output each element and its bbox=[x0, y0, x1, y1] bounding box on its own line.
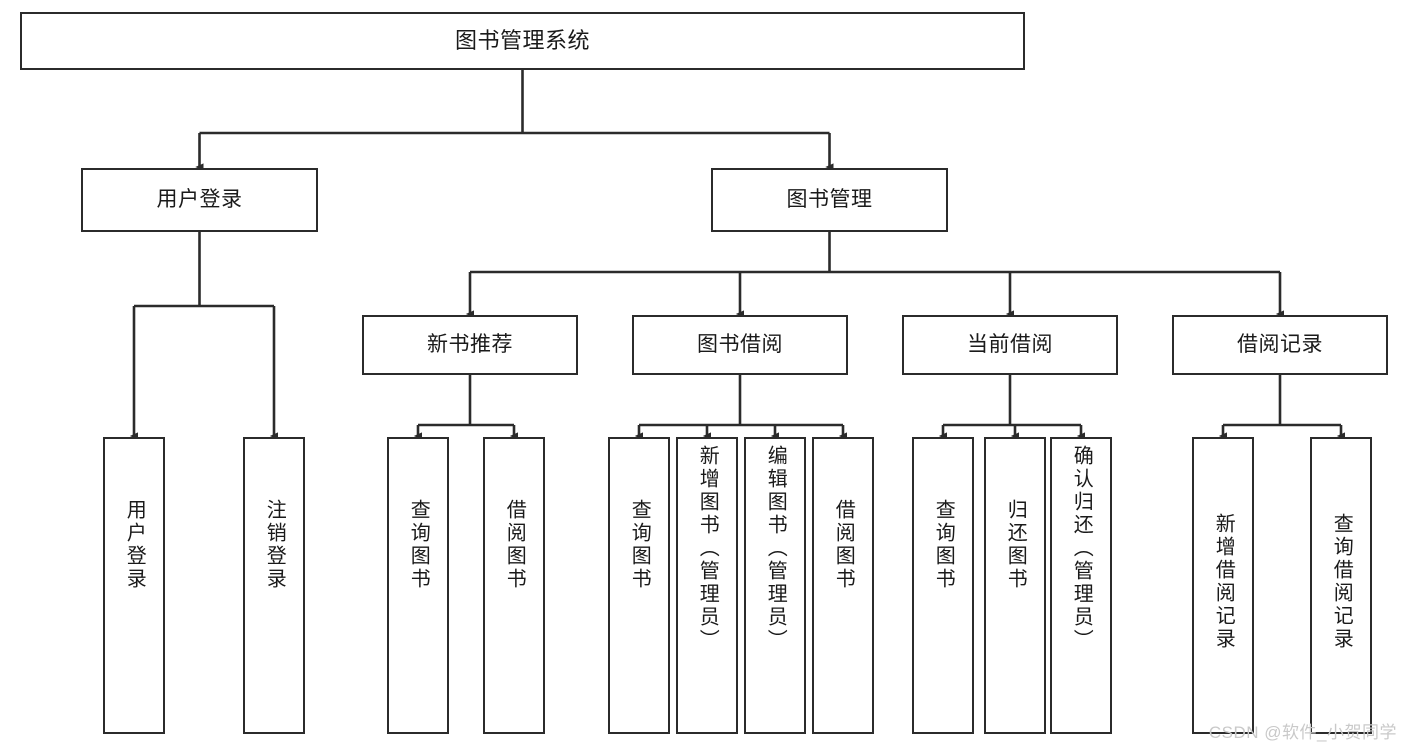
node-leaf-cur-2[interactable]: 归还图书 bbox=[984, 437, 1046, 734]
node-label-current: 当前借阅 bbox=[967, 333, 1053, 357]
node-root[interactable]: 图书管理系统 bbox=[20, 12, 1025, 70]
node-records[interactable]: 借阅记录 bbox=[1172, 315, 1388, 375]
node-label-leaf-new-2: 借阅图书 bbox=[503, 499, 526, 591]
node-leaf-new-2[interactable]: 借阅图书 bbox=[483, 437, 545, 734]
node-label-leaf-rec-1: 新增借阅记录 bbox=[1212, 513, 1235, 651]
node-label-newbook: 新书推荐 bbox=[427, 333, 513, 357]
node-leaf-login-2[interactable]: 注销登录 bbox=[243, 437, 305, 734]
node-leaf-borrow-2[interactable]: 新增图书（管理员） bbox=[676, 437, 738, 734]
node-bookmgmt[interactable]: 图书管理 bbox=[711, 168, 948, 232]
node-label-bookmgmt: 图书管理 bbox=[786, 188, 873, 212]
node-leaf-rec-1[interactable]: 新增借阅记录 bbox=[1192, 437, 1254, 734]
node-label-leaf-cur-3: 确认归还（管理员） bbox=[1070, 445, 1093, 652]
node-label-borrow: 图书借阅 bbox=[697, 333, 783, 357]
node-label-leaf-new-1: 查询图书 bbox=[407, 499, 430, 591]
node-label-leaf-login-1: 用户登录 bbox=[123, 499, 146, 591]
node-label-leaf-borrow-1: 查询图书 bbox=[628, 499, 651, 591]
node-newbook[interactable]: 新书推荐 bbox=[362, 315, 578, 375]
watermark-text: CSDN @软件_小贺同学 bbox=[1208, 723, 1397, 742]
node-login[interactable]: 用户登录 bbox=[81, 168, 318, 232]
node-label-leaf-login-2: 注销登录 bbox=[263, 499, 286, 591]
node-current[interactable]: 当前借阅 bbox=[902, 315, 1118, 375]
node-label-records: 借阅记录 bbox=[1237, 333, 1323, 357]
node-borrow[interactable]: 图书借阅 bbox=[632, 315, 848, 375]
node-leaf-cur-3[interactable]: 确认归还（管理员） bbox=[1050, 437, 1112, 734]
node-leaf-cur-1[interactable]: 查询图书 bbox=[912, 437, 974, 734]
node-leaf-new-1[interactable]: 查询图书 bbox=[387, 437, 449, 734]
node-label-root: 图书管理系统 bbox=[454, 27, 590, 53]
node-label-leaf-cur-1: 查询图书 bbox=[932, 499, 955, 591]
node-label-leaf-borrow-3: 编辑图书（管理员） bbox=[764, 445, 787, 652]
node-leaf-borrow-4[interactable]: 借阅图书 bbox=[812, 437, 874, 734]
node-label-leaf-cur-2: 归还图书 bbox=[1004, 499, 1027, 591]
node-label-leaf-borrow-4: 借阅图书 bbox=[832, 499, 855, 591]
node-label-login: 用户登录 bbox=[156, 188, 243, 212]
node-leaf-rec-2[interactable]: 查询借阅记录 bbox=[1310, 437, 1372, 734]
node-label-leaf-borrow-2: 新增图书（管理员） bbox=[696, 445, 719, 652]
node-leaf-login-1[interactable]: 用户登录 bbox=[103, 437, 165, 734]
node-label-leaf-rec-2: 查询借阅记录 bbox=[1330, 513, 1353, 651]
node-leaf-borrow-3[interactable]: 编辑图书（管理员） bbox=[744, 437, 806, 734]
node-leaf-borrow-1[interactable]: 查询图书 bbox=[608, 437, 670, 734]
